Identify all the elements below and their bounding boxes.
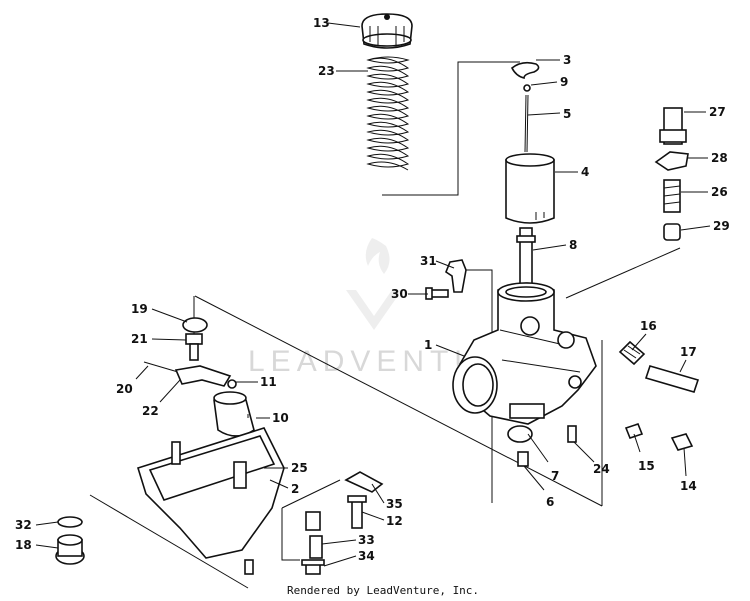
callout-8: 8 <box>569 238 577 252</box>
throttle-spring-part <box>366 56 410 171</box>
throttle-valve-part <box>505 153 555 224</box>
screw-34-part <box>301 559 325 575</box>
callout-24: 24 <box>593 462 610 476</box>
callout-14: 14 <box>680 479 697 493</box>
callout-27: 27 <box>709 105 726 119</box>
pilot-screw-top-part <box>659 107 687 145</box>
needle-jet-part <box>516 227 536 285</box>
air-screw-spring-part <box>618 340 646 366</box>
callout-4: 4 <box>581 165 589 179</box>
callout-labels: 13 23 3 9 5 4 8 27 28 26 29 31 30 1 16 1… <box>15 16 730 563</box>
needle-valve-part <box>185 333 203 361</box>
callout-34: 34 <box>358 549 375 563</box>
callout-11: 11 <box>260 375 277 389</box>
valve-seat-washer-part <box>182 317 208 333</box>
pilot-spring-part <box>663 179 681 213</box>
cap-part <box>361 13 413 49</box>
callout-22: 22 <box>142 404 159 418</box>
callout-9: 9 <box>560 75 568 89</box>
lower-bracket <box>281 508 300 561</box>
leader-lines <box>35 22 711 567</box>
idle-screw-part <box>670 433 694 451</box>
callout-32: 32 <box>15 518 32 532</box>
callout-29: 29 <box>713 219 730 233</box>
washer-plate-part <box>654 151 689 171</box>
collar-upper-part <box>305 511 321 531</box>
footer-credit: Rendered by LeadVenture, Inc. <box>287 584 479 597</box>
callout-17: 17 <box>680 345 697 359</box>
bowl-group-diagonal <box>194 295 603 507</box>
callout-23: 23 <box>318 64 335 78</box>
callout-5: 5 <box>563 107 571 121</box>
float-chamber-part <box>137 427 285 575</box>
watermark-logo <box>346 238 402 330</box>
air-screw-part <box>644 365 700 393</box>
callout-25: 25 <box>291 461 308 475</box>
pilot-jet-part <box>663 223 681 241</box>
callout-19: 19 <box>131 302 148 316</box>
cable-adjuster-bracket-part <box>445 259 467 293</box>
lower-diagonal <box>281 479 341 509</box>
bracket-screw-part <box>425 287 449 300</box>
float-arm-part <box>174 365 232 387</box>
spring-small-part <box>624 423 644 439</box>
callout-6: 6 <box>546 495 554 509</box>
callout-7: 7 <box>551 469 559 483</box>
main-jet-holder-part <box>507 425 533 443</box>
callout-20: 20 <box>116 382 133 396</box>
callout-1: 1 <box>424 338 432 352</box>
carburetor-body-part <box>452 282 597 425</box>
drain-screw-part <box>567 425 577 443</box>
callout-28: 28 <box>711 151 728 165</box>
float-pin-part <box>143 361 179 373</box>
drain-gasket-part <box>57 516 83 528</box>
pilot-group-line <box>565 247 681 299</box>
top-group-outline <box>382 61 520 196</box>
callout-35: 35 <box>386 497 403 511</box>
callout-16: 16 <box>640 319 657 333</box>
main-jet-part <box>517 451 529 467</box>
callout-15: 15 <box>638 459 655 473</box>
bracket-35-part <box>344 471 384 493</box>
drain-group-line <box>89 494 249 589</box>
callout-13: 13 <box>313 16 330 30</box>
jet-needle-part <box>524 94 529 153</box>
float-part <box>213 391 255 437</box>
callout-10: 10 <box>272 411 289 425</box>
float-clip-part <box>227 379 237 389</box>
callout-18: 18 <box>15 538 32 552</box>
screw-12-part <box>347 495 367 529</box>
collar-33-part <box>309 535 323 559</box>
callout-12: 12 <box>386 514 403 528</box>
callout-26: 26 <box>711 185 728 199</box>
drain-plug-part <box>55 534 85 565</box>
needle-clip-part <box>510 61 540 80</box>
e-ring-part <box>523 84 531 92</box>
callout-33: 33 <box>358 533 375 547</box>
callout-3: 3 <box>563 53 571 67</box>
callout-31: 31 <box>420 254 437 268</box>
callout-30: 30 <box>391 287 408 301</box>
callout-21: 21 <box>131 332 148 346</box>
callout-2: 2 <box>291 482 299 496</box>
